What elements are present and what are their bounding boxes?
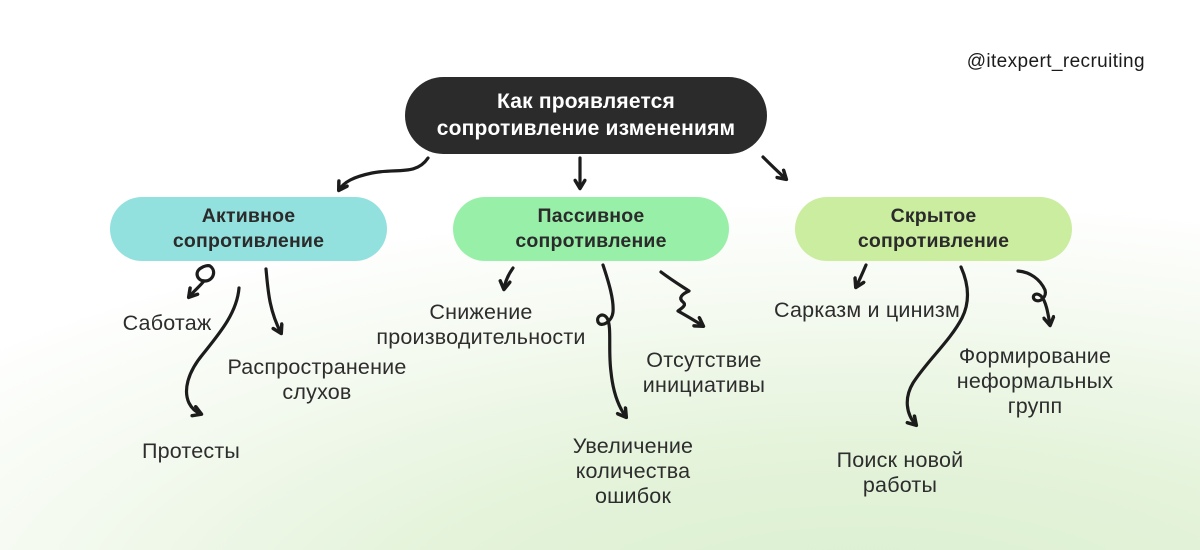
author-handle: @itexpert_recruiting: [966, 51, 1145, 72]
node-protests: Протесты: [141, 439, 241, 463]
arrow-passive-to-mistakes: [596, 263, 626, 417]
branch-pill-passive: Пассивное сопротивление: [453, 197, 729, 261]
node-sarcasm: Сарказм и цинизм: [774, 298, 960, 322]
node-groups: Формирование неформальных групп: [956, 344, 1114, 418]
arrow-hidden-to-jobsearch: [907, 265, 970, 425]
arrow-active-to-sabotage-loop: [195, 264, 216, 283]
arrow-title-to-active: [339, 156, 430, 190]
node-sabotage: Саботаж: [122, 311, 212, 335]
diagram-title: Как проявляется сопротивление изменениям: [405, 77, 767, 154]
branch-pill-hidden: Скрытое сопротивление: [795, 197, 1072, 261]
arrow-active-to-protests: [184, 286, 241, 414]
arrow-active-to-sabotage: [189, 279, 206, 297]
node-jobsearch: Поиск новой работы: [836, 448, 964, 497]
arrow-passive-to-productivity: [504, 266, 515, 289]
node-productivity: Снижение производительности: [376, 300, 586, 349]
node-mistakes: Увеличение количества ошибок: [572, 434, 694, 508]
node-rumors: Распространение слухов: [227, 355, 407, 404]
branch-pill-active: Активное сопротивление: [110, 197, 387, 261]
arrow-title-to-hidden: [761, 155, 786, 179]
node-initiative: Отсутствие инициативы: [642, 348, 766, 397]
arrow-hidden-to-groups: [1016, 269, 1050, 325]
arrow-passive-to-initiative: [659, 270, 703, 326]
arrow-active-to-rumors: [264, 267, 281, 333]
arrow-hidden-to-sarcasm: [856, 263, 868, 287]
